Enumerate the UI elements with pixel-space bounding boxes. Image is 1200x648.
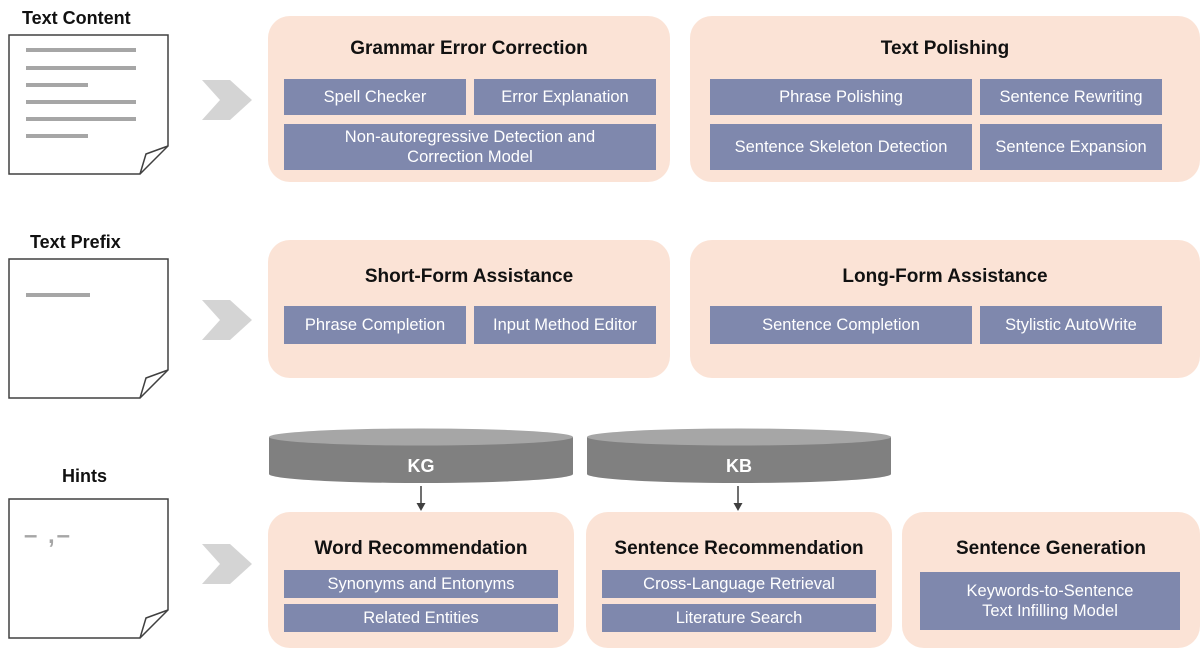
chip-line: Keywords-to-Sentence <box>966 582 1134 600</box>
hints-document-icon <box>8 498 169 639</box>
input-method-editor-chip: Input Method Editor <box>474 306 656 344</box>
stylistic-autowrite-chip: Stylistic AutoWrite <box>980 306 1162 344</box>
chip-line: Correction Model <box>407 148 533 166</box>
row-label-hints: Hints <box>62 466 107 486</box>
kb-database-label: KB <box>726 456 752 476</box>
kg-database-label: KG <box>407 456 435 476</box>
word-recommendation-panel: Word Recommendation Synonyms and Entonym… <box>268 512 574 648</box>
arrow-icon <box>202 544 252 584</box>
sentence-completion-chip: Sentence Completion <box>710 306 972 344</box>
chip-line: Text Infilling Model <box>982 602 1118 620</box>
phrase-completion-chip: Phrase Completion <box>284 306 466 344</box>
kg-connector-arrow-icon <box>416 486 426 511</box>
sentence-rewriting-chip: Sentence Rewriting <box>980 79 1162 115</box>
arrow-icon <box>202 80 252 120</box>
error-explanation-chip: Error Explanation <box>474 79 656 115</box>
kg-database-icon <box>269 428 573 483</box>
kb-database-icon <box>587 428 891 483</box>
spell-checker-chip: Spell Checker <box>284 79 466 115</box>
text-polishing-panel: Text Polishing Phrase Polishing Sentence… <box>690 16 1200 182</box>
literature-search-chip: Literature Search <box>602 604 876 632</box>
hints-document-text: – ,– <box>24 522 73 549</box>
panel-title: Word Recommendation <box>314 538 528 559</box>
cross-language-retrieval-chip: Cross-Language Retrieval <box>602 570 876 598</box>
chip-line: Non-autoregressive Detection and <box>344 128 596 146</box>
sentence-generation-panel: Sentence Generation Keywords-to-Sentence… <box>902 512 1200 648</box>
row-label-text-content: Text Content <box>22 8 131 28</box>
arrow-icon <box>202 300 252 340</box>
keywords-to-sentence-chip: Keywords-to-Sentence Text Infilling Mode… <box>920 572 1180 630</box>
grammar-error-correction-panel: Grammar Error Correction Spell Checker E… <box>268 16 670 182</box>
panel-title: Sentence Recommendation <box>614 538 864 559</box>
panel-title: Text Polishing <box>880 38 1010 59</box>
related-entities-chip: Related Entities <box>284 604 558 632</box>
text-prefix-document-icon <box>8 258 169 399</box>
synonyms-and-entonyms-chip: Synonyms and Entonyms <box>284 570 558 598</box>
row-label-text-prefix: Text Prefix <box>30 232 121 252</box>
panel-title: Short-Form Assistance <box>364 266 574 287</box>
short-form-assistance-panel: Short-Form Assistance Phrase Completion … <box>268 240 670 378</box>
text-content-document-icon <box>8 34 169 175</box>
non-autoregressive-model-chip: Non-autoregressive Detection and Correct… <box>284 124 656 170</box>
long-form-assistance-panel: Long-Form Assistance Sentence Completion… <box>690 240 1200 378</box>
panel-title: Long-Form Assistance <box>842 266 1048 287</box>
sentence-skeleton-detection-chip: Sentence Skeleton Detection <box>710 124 972 170</box>
panel-title: Grammar Error Correction <box>350 38 588 59</box>
kb-connector-arrow-icon <box>733 486 743 511</box>
phrase-polishing-chip: Phrase Polishing <box>710 79 972 115</box>
sentence-expansion-chip: Sentence Expansion <box>980 124 1162 170</box>
panel-title: Sentence Generation <box>955 538 1147 559</box>
sentence-recommendation-panel: Sentence Recommendation Cross-Language R… <box>586 512 892 648</box>
